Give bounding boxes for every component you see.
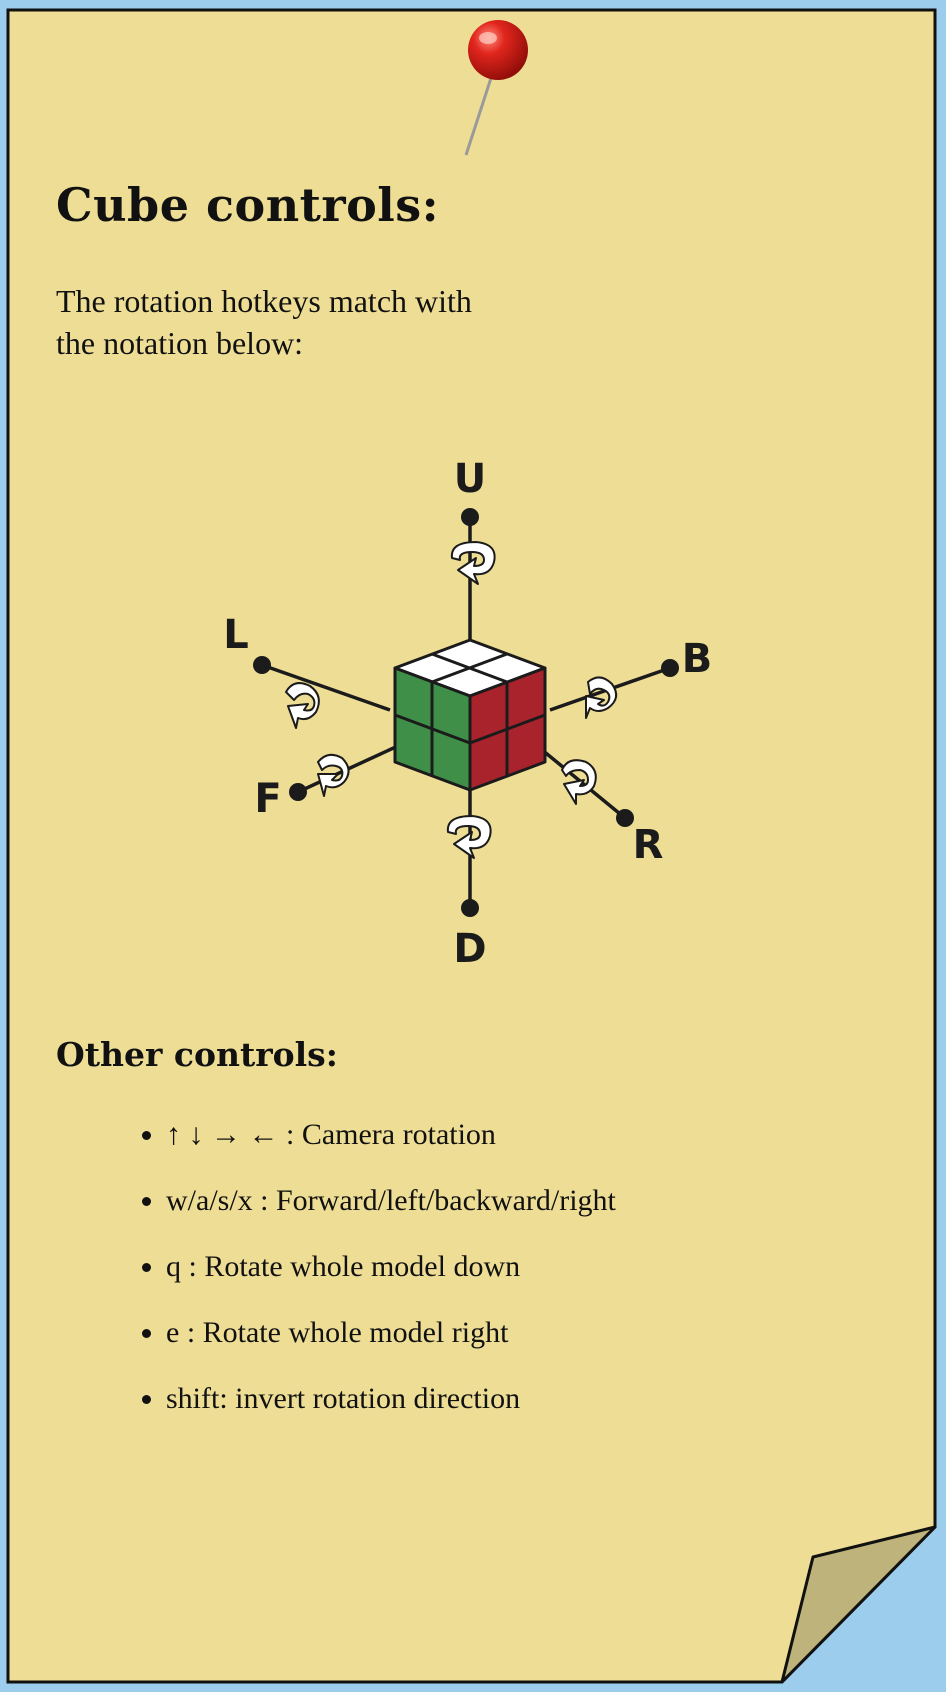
page-title: Cube controls: [56, 178, 440, 232]
label-l: L [223, 612, 249, 658]
cube-icon [393, 638, 547, 792]
pushpin-icon [464, 20, 528, 156]
rotate-d-arrow-icon [446, 815, 492, 859]
intro-text: The rotation hotkeys match with the nota… [56, 283, 472, 361]
label-f: F [254, 776, 281, 822]
page-curl [780, 1525, 937, 1684]
rotate-u-arrow-icon [450, 541, 496, 585]
list-item: w/a/s/x : Forward/left/backward/right [166, 1182, 726, 1220]
list-item: ↑ ↓ → ← : Camera rotation [166, 1116, 726, 1154]
rotate-f-arrow-icon [317, 753, 350, 797]
list-item: e : Rotate whole model right [166, 1314, 726, 1352]
list-item: q : Rotate whole model down [166, 1248, 726, 1286]
rotate-b-arrow-icon [585, 676, 618, 719]
label-b: B [682, 636, 713, 682]
rotate-l-arrow-icon [285, 682, 320, 729]
controls-list: ↑ ↓ → ← : Camera rotation w/a/s/x : Forw… [124, 1116, 726, 1446]
label-r: R [633, 822, 664, 868]
rotate-r-arrow-icon [561, 759, 597, 805]
label-u: U [454, 456, 486, 502]
other-controls-title: Other controls: [56, 1035, 338, 1074]
cube-notation-diagram: U D L B F R [223, 456, 713, 972]
list-item: shift: invert rotation direction [166, 1380, 726, 1418]
label-d: D [453, 926, 486, 972]
